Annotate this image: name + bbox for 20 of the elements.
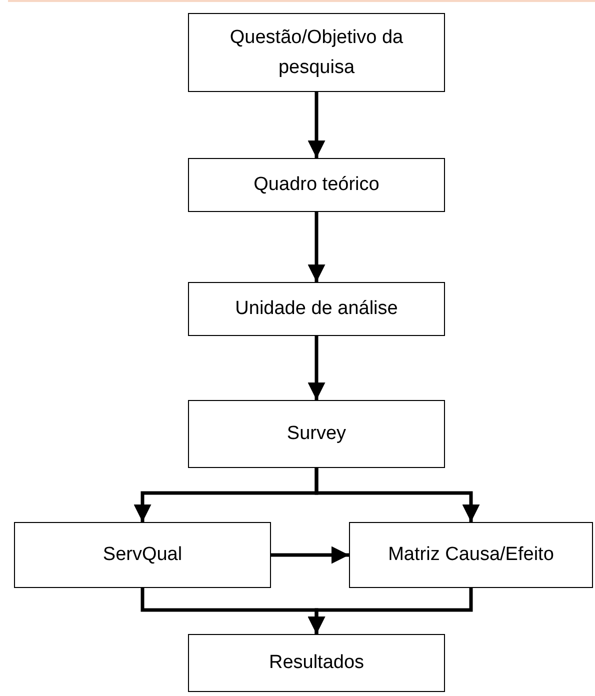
arrow (308, 212, 326, 282)
arrow (308, 336, 326, 400)
arrow (314, 468, 480, 522)
process-box (349, 522, 593, 588)
box-label: Resultados (268, 651, 364, 675)
box-label: ServQual (102, 543, 182, 567)
arrow (271, 546, 349, 564)
arrow (308, 92, 326, 158)
box-label: Survey (286, 422, 346, 446)
box-label: Unidade de análise (235, 297, 398, 321)
process-box (188, 400, 445, 468)
process-box (14, 522, 271, 588)
process-box (188, 282, 445, 336)
box-label: Questão/Objetivo da pesquisa (228, 26, 404, 80)
process-box (188, 634, 445, 692)
process-box (188, 13, 445, 92)
box-label: Quadro teórico (254, 173, 380, 197)
process-box (188, 158, 445, 212)
box-label: Matriz Causa/Efeito (388, 543, 554, 567)
arrow (308, 588, 473, 634)
